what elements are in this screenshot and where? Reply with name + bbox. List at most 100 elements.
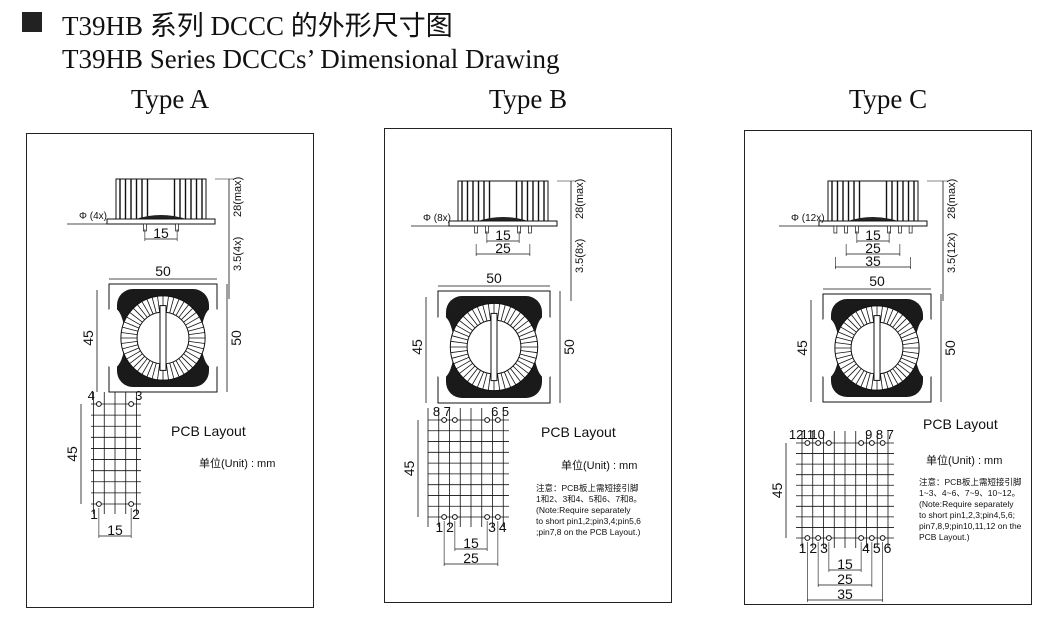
pin-number: 4 [499, 519, 507, 535]
pin-pad [825, 535, 832, 541]
winding-turn [175, 360, 185, 375]
divider-bar [159, 305, 167, 371]
winding-turn [837, 331, 854, 339]
length-label: 50 [942, 340, 958, 356]
winding-turn [187, 344, 204, 350]
winding-turn [860, 371, 868, 388]
pin-pad [451, 514, 458, 520]
winding-turn [467, 312, 478, 326]
core-edge [478, 217, 528, 221]
pin [833, 225, 838, 234]
winding-turn [451, 335, 469, 341]
winding-turn [169, 362, 175, 379]
pin-number: 2 [446, 519, 454, 535]
width-label: 50 [486, 270, 502, 286]
winding-turn [459, 363, 473, 374]
winding-turn [146, 298, 154, 315]
unit-label: 单位(Unit) : mm [926, 453, 1002, 467]
winding-turn [840, 326, 855, 336]
winding-turn [902, 342, 919, 346]
divider-bar [873, 315, 881, 381]
winding-turn [129, 353, 143, 364]
inductor-body [827, 180, 919, 222]
pin-number: 8 [433, 404, 440, 419]
pin-pad [95, 401, 102, 407]
winding-turn [886, 371, 894, 388]
winding-turn [840, 360, 855, 370]
length-label: 50 [228, 330, 244, 346]
pin-pad [494, 514, 501, 520]
winding-turn [895, 317, 908, 330]
pin [474, 225, 478, 234]
winding-turn [860, 308, 868, 325]
depth-label: 45 [409, 339, 425, 355]
winding-turn [503, 306, 512, 323]
winding-turn [520, 350, 538, 354]
winding-turn [450, 340, 468, 344]
height-label: 28(max) [574, 179, 586, 219]
pin-pad [815, 535, 822, 541]
winding-turn [122, 344, 139, 350]
winding-turn [892, 368, 903, 382]
pin-length-label: 3.5(4x) [232, 237, 244, 271]
pin-pad [879, 440, 886, 446]
winding-turn [901, 354, 918, 360]
winding-turn [889, 370, 899, 385]
grid-dim-label: 25 [837, 571, 853, 587]
base-plate [448, 220, 558, 227]
height-label: 28(max) [946, 179, 958, 219]
pcb-layout-label: PCB Layout [923, 416, 998, 432]
winding-turn [520, 340, 538, 344]
grid-height-label: 45 [769, 483, 785, 499]
winding-turn [165, 296, 169, 313]
length-label: 50 [561, 339, 577, 355]
winding-turn [129, 312, 143, 323]
grid-dim-label: 35 [837, 586, 853, 602]
winding-turn [851, 368, 862, 382]
top-view: 50 45 50 [409, 270, 577, 404]
grid-dim-label: 15 [837, 556, 853, 572]
winding-turn [462, 315, 476, 329]
pin-pad [451, 417, 458, 423]
side-notch [915, 317, 939, 379]
winding-turn [865, 307, 871, 324]
winding-turn [900, 357, 917, 365]
winding-turn [843, 322, 857, 333]
winding-turn [132, 356, 145, 369]
winding-turn [497, 303, 501, 321]
pcb-layout-label: PCB Layout [171, 423, 246, 439]
winding-turn [500, 372, 506, 390]
winding-turn [181, 307, 194, 320]
winding-turn [510, 368, 521, 382]
winding-turn [889, 311, 899, 326]
pin-pad [804, 440, 811, 446]
pin-pad [441, 417, 448, 423]
winding-turn [518, 329, 535, 338]
pin-pad [441, 514, 448, 520]
winding-turn [901, 336, 918, 342]
winding-turn [157, 296, 161, 313]
winding-turn [897, 363, 911, 374]
winding-turn [165, 363, 169, 380]
unit-label: 单位(Unit) : mm [561, 458, 637, 472]
pin [908, 225, 913, 234]
grid-dim-label: 25 [463, 550, 479, 566]
winding-turn [837, 357, 854, 365]
base-plate [106, 218, 216, 225]
winding-turn [471, 308, 481, 324]
type-b-label: Type B [488, 84, 568, 114]
pin-pad [815, 440, 822, 446]
winding-turn [121, 340, 138, 344]
note-line: to short pin1,2;pin3,4;pin5,6 [536, 516, 641, 526]
width-label: 50 [155, 263, 171, 279]
winding-turn [835, 342, 852, 346]
depth-label: 45 [80, 330, 96, 346]
winding-turn [879, 373, 883, 390]
winding-turn [883, 372, 889, 389]
pin-pad [128, 401, 135, 407]
pin-diameter-label: Φ (8x) [423, 213, 451, 224]
pin-number: 2 [132, 506, 140, 522]
